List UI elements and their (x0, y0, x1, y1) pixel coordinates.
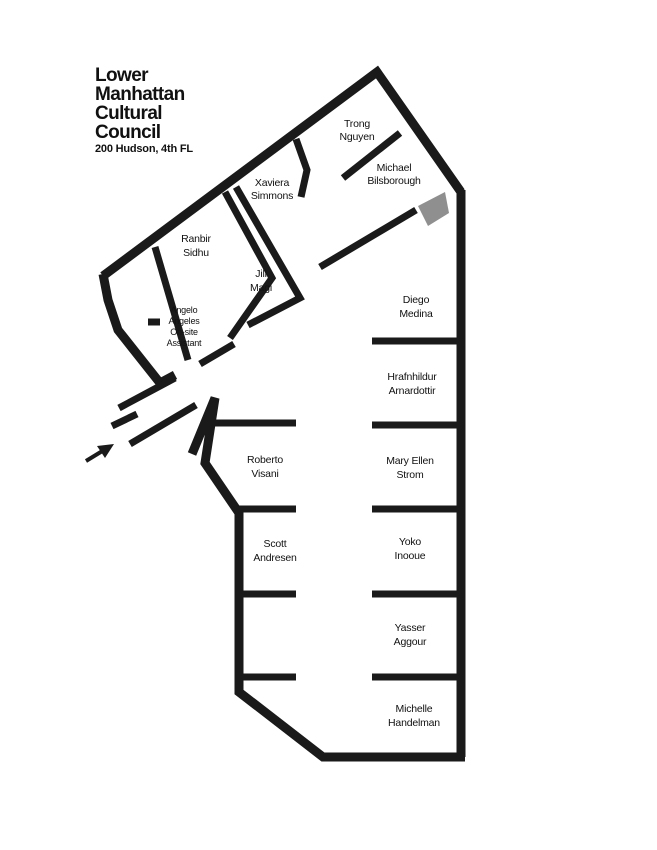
label-xaviera-2: Simmons (251, 190, 293, 202)
part-jill-right (232, 185, 305, 329)
wall-entrance-stub (110, 410, 139, 430)
label-jill-2: Magi (250, 282, 272, 294)
label-angelo-4: Assistant (167, 338, 202, 348)
upper-partitions (148, 130, 418, 368)
label-michael-1: Michael (377, 162, 412, 174)
label-angelo-1: Angelo (171, 305, 198, 315)
label-diego-1: Diego (403, 294, 430, 306)
title-block: Lower Manhattan Cultural Council 200 Hud… (95, 65, 194, 155)
title-line-4: Council (95, 122, 160, 143)
label-scott-2: Andresen (253, 552, 297, 564)
part-angelo-ranbir (151, 246, 192, 361)
wall-corridor-lower (128, 401, 198, 448)
part-michael-top (340, 130, 403, 181)
label-michael-2: Bilsborough (367, 175, 421, 187)
label-roberto-2: Visani (251, 468, 278, 480)
label-yasser-2: Aggour (394, 636, 427, 648)
wall-bottom (234, 511, 465, 762)
lower-partitions (212, 337, 461, 681)
label-ranbir-1: Ranbir (181, 233, 211, 245)
title-line-3: Cultural (95, 103, 162, 124)
label-diego-2: Medina (399, 308, 433, 320)
label-xaviera-1: Xaviera (255, 177, 290, 189)
shaded-column (418, 192, 449, 226)
label-hrafn-2: Arnardottir (389, 385, 437, 397)
label-angelo-2: Angeles (168, 316, 200, 326)
label-mary-1: Mary Ellen (386, 455, 434, 467)
label-trong-1: Trong (344, 118, 370, 130)
part-michael-bottom (318, 206, 418, 271)
label-hrafn-1: Hrafnhildur (387, 371, 437, 383)
label-michelle-1: Michelle (396, 703, 433, 715)
label-scott-1: Scott (264, 538, 287, 550)
title-line-2: Manhattan (95, 84, 185, 105)
wall-corridor-upper (117, 374, 177, 412)
outer-walls (98, 65, 466, 762)
label-jill-1: Jill (255, 268, 266, 280)
label-trong-2: Nguyen (340, 131, 375, 143)
title-line-1: Lower (95, 65, 149, 86)
label-yoko-1: Yoko (399, 536, 422, 548)
wall-upper-top (100, 65, 465, 280)
label-angelo-3: On-site (170, 327, 198, 337)
room-labels: Trong Nguyen Michael Bilsborough Xaviera… (167, 118, 441, 729)
part-xaviera-trong (292, 137, 311, 198)
label-roberto-1: Roberto (247, 454, 283, 466)
wall-lower-left (187, 396, 243, 516)
entrance-arrow-icon (84, 444, 114, 463)
part-ranbir-jill (221, 190, 277, 341)
label-ranbir-2: Sidhu (183, 247, 209, 259)
label-yasser-1: Yasser (395, 622, 426, 634)
label-michelle-2: Handelman (388, 717, 440, 729)
label-mary-2: Strom (396, 469, 423, 481)
part-ranbir-bottom (198, 340, 236, 368)
label-yoko-2: Inooue (395, 550, 426, 562)
address-label: 200 Hudson, 4th FL (95, 143, 193, 155)
